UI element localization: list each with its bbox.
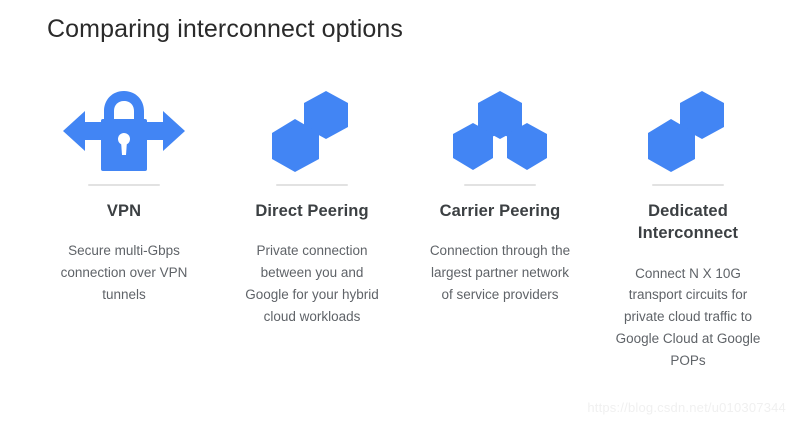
column-heading: Dedicated Interconnect	[637, 202, 739, 243]
page-title: Comparing interconnect options	[47, 15, 403, 43]
column-divider	[276, 184, 348, 186]
options-columns: VPN Secure multi-Gbps connection over VP…	[30, 82, 782, 372]
two-hexagon-link-icon	[264, 82, 360, 180]
column-description: Connection through the largest partner n…	[429, 243, 571, 302]
option-column-direct-peering: Direct Peering Private connection betwee…	[218, 82, 406, 328]
column-description: Private connection between you and Googl…	[245, 243, 379, 324]
column-heading: VPN	[106, 202, 142, 220]
column-description: Connect N X 10G transport circuits for p…	[615, 265, 761, 368]
watermark: https://blog.csdn.net/u010307344	[587, 400, 786, 415]
three-hexagon-tree-icon	[448, 82, 552, 180]
option-column-vpn: VPN Secure multi-Gbps connection over VP…	[30, 82, 218, 306]
column-heading: Direct Peering	[255, 202, 369, 220]
column-divider	[88, 184, 160, 186]
column-divider	[464, 184, 536, 186]
column-heading: Carrier Peering	[439, 202, 561, 220]
column-divider	[652, 184, 724, 186]
option-column-dedicated-interconnect: Dedicated Interconnect Connect N X 10G t…	[594, 82, 782, 372]
column-description: Secure multi-Gbps connection over VPN tu…	[60, 243, 188, 302]
option-column-carrier-peering: Carrier Peering Connection through the l…	[406, 82, 594, 306]
padlock-with-arrows-icon	[61, 82, 187, 180]
two-hexagon-link-icon	[640, 82, 736, 180]
